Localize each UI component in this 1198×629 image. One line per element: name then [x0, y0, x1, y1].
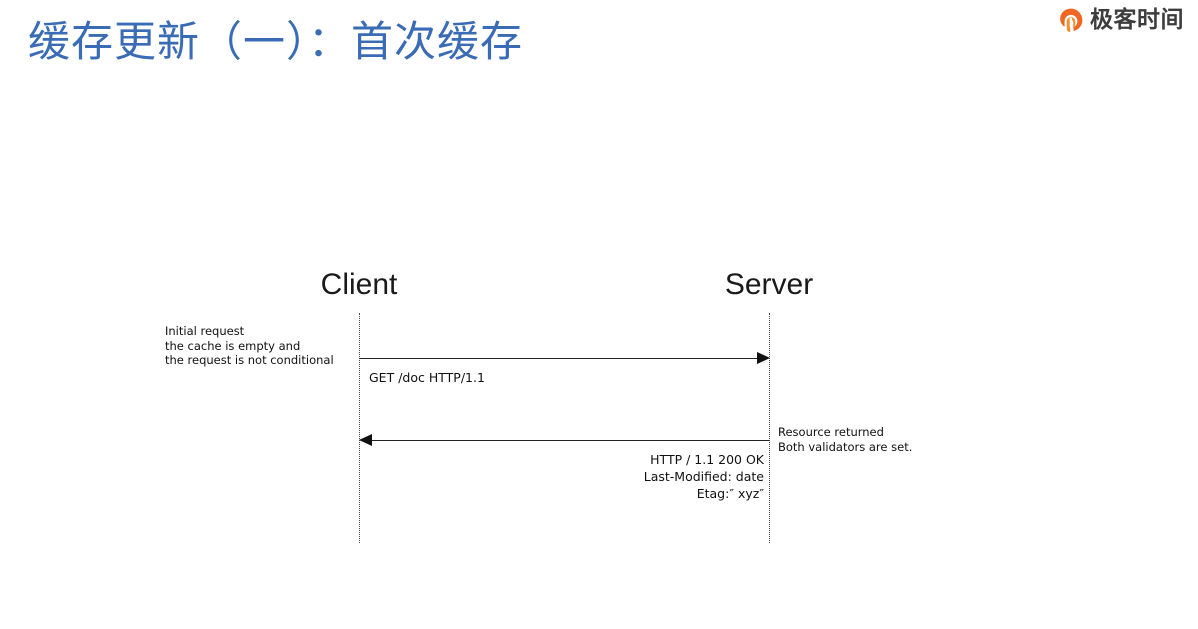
actor-label-client: Client [320, 268, 398, 301]
actor-label-server: Server [724, 268, 814, 301]
lifeline-client [359, 313, 360, 543]
note-initial-request: Initial request the cache is empty and t… [165, 324, 334, 367]
message-arrow-response [366, 440, 769, 441]
message-label-response: HTTP / 1.1 200 OK Last-Modified: date Et… [643, 452, 764, 501]
arrow-head-left-icon [359, 434, 372, 446]
message-arrow-request [359, 358, 763, 359]
page-title: 缓存更新（一）：首次缓存 [28, 17, 524, 66]
geektime-logo-icon [1058, 7, 1084, 33]
brand-logo: 极客时间 [1058, 7, 1184, 33]
lifeline-server [769, 313, 770, 543]
message-label-request: GET /doc HTTP/1.1 [369, 370, 485, 385]
arrow-head-right-icon [757, 352, 770, 364]
brand-name: 极客时间 [1090, 7, 1184, 33]
note-resource-returned: Resource returned Both validators are se… [778, 425, 913, 454]
